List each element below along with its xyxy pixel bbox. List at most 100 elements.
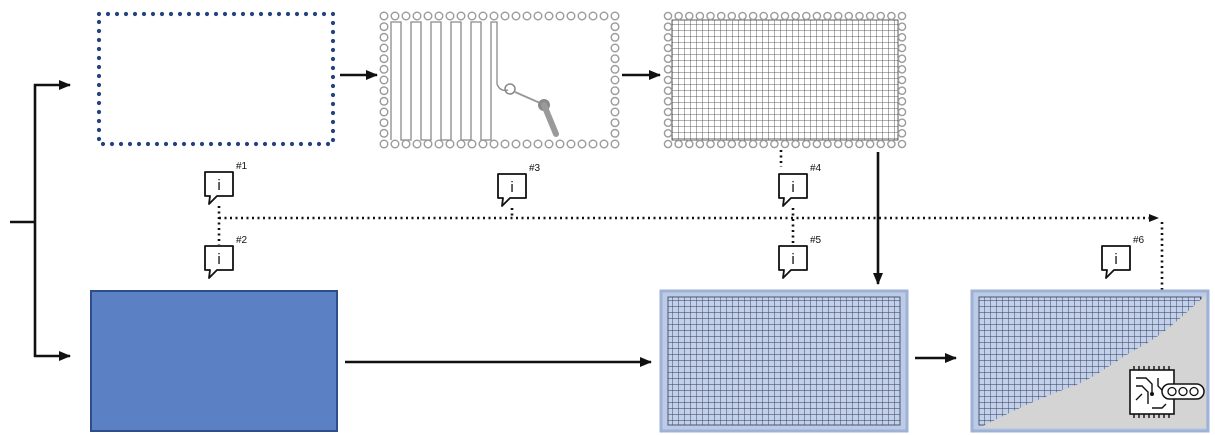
border-ring-dot [555,11,565,21]
border-ring-dot [663,22,673,32]
border-ring-dot [379,96,389,106]
stage-grid-substrate [659,289,909,433]
border-ring-dot [500,139,510,149]
serpentine-ring-border [379,11,620,149]
border-ring-dot [833,11,843,21]
border-ring-dot [456,139,466,149]
callout-glyph: i [217,177,220,194]
border-ring-dot [489,139,499,149]
border-ring-dot [716,139,726,149]
border-ring-dot [390,139,400,149]
border-ring-dot [379,128,389,138]
stage-serpentine-panel [379,11,620,149]
chip-pad [1150,392,1154,396]
stage-solid-panel [90,290,338,432]
callout-label: #1 [236,161,248,172]
border-ring-dot [412,139,422,149]
border-ring-dot [663,33,673,42]
chip-pins [1133,366,1170,418]
border-ring-dot [467,139,477,149]
border-ring-dot [823,139,832,149]
border-ring-dot [434,11,444,21]
border-ring-dot [897,86,907,95]
circuit-chip-icon [1129,366,1205,418]
info-callout-icon [204,245,234,279]
border-ring-dot [738,11,747,21]
border-ring-dot [533,139,543,149]
border-ring-dot [478,139,488,149]
border-ring-dot [663,128,673,138]
border-ring-dot [802,139,811,149]
border-ring-dot [663,11,673,21]
border-ring-dot [685,139,694,149]
border-ring-dot [467,11,477,21]
grid-ring-border [663,11,907,149]
info-callout-5: i #5 [778,235,822,279]
border-ring-dot [674,11,683,21]
border-ring-dot [748,139,758,149]
border-ring-dot [511,11,521,21]
border-ring-dot [522,139,532,149]
border-ring-dot [610,43,620,53]
border-ring-dot [663,75,673,85]
border-ring-dot [379,107,389,117]
border-ring-dot [674,139,683,149]
border-ring-dot [522,11,532,21]
border-ring-dot [610,96,620,106]
border-ring-dot [663,118,673,127]
callout-label: #4 [810,163,822,174]
border-ring-dot [588,139,598,149]
border-ring-dot [511,139,521,149]
info-callout-icon [778,245,808,279]
grid-panel-mesh [671,19,899,141]
border-ring-dot [780,139,790,149]
info-callout-icon [204,171,234,205]
serpentine-panel-bg [382,14,617,146]
border-ring-dot [610,107,620,117]
callout-label: #6 [1133,235,1145,246]
border-ring-dot [663,65,673,74]
border-ring-dot [610,54,620,64]
border-ring-dot [379,54,389,64]
border-ring-dot [897,22,907,32]
border-ring-dot [844,139,854,149]
border-ring-dot [897,139,907,149]
border-ring-dot [897,97,907,106]
border-ring-dot [445,11,455,21]
border-ring-dot [663,43,673,53]
border-ring-dot [897,33,907,42]
border-ring-dot [412,11,422,21]
border-ring-dot [610,118,620,128]
border-ring-dot [706,139,715,149]
info-callout-1: i #1 [204,161,248,205]
border-ring-dot [727,139,737,149]
border-ring-dot [716,11,726,21]
border-ring-dot [663,107,673,117]
border-ring-dot [897,43,907,53]
border-ring-dot [663,86,673,95]
border-ring-dot [791,139,800,149]
input-split-bracket [10,80,71,361]
border-ring-dot [663,54,673,64]
border-ring-dot [897,11,907,21]
callout-glyph: i [510,179,513,196]
border-ring-dot [833,139,843,149]
battery-cell [1167,386,1177,397]
info-callout-2: i #2 [204,235,248,279]
border-ring-dot [770,139,779,149]
border-ring-dot [610,11,620,21]
border-ring-dot [566,139,576,149]
border-ring-dot [897,118,907,127]
info-callout-6: i #6 [1101,235,1145,279]
border-ring-dot [423,11,433,21]
border-ring-dot [445,139,455,149]
border-ring-dot [456,11,466,21]
border-ring-dot [401,11,411,21]
border-ring-dot [478,11,488,21]
stage-grid-panel [663,11,907,149]
border-ring-dot [812,139,822,149]
border-ring-dot [500,11,510,21]
info-callout-4: i #4 [778,163,822,207]
info-callout-icon [1101,245,1131,279]
border-ring-dot [663,97,673,106]
